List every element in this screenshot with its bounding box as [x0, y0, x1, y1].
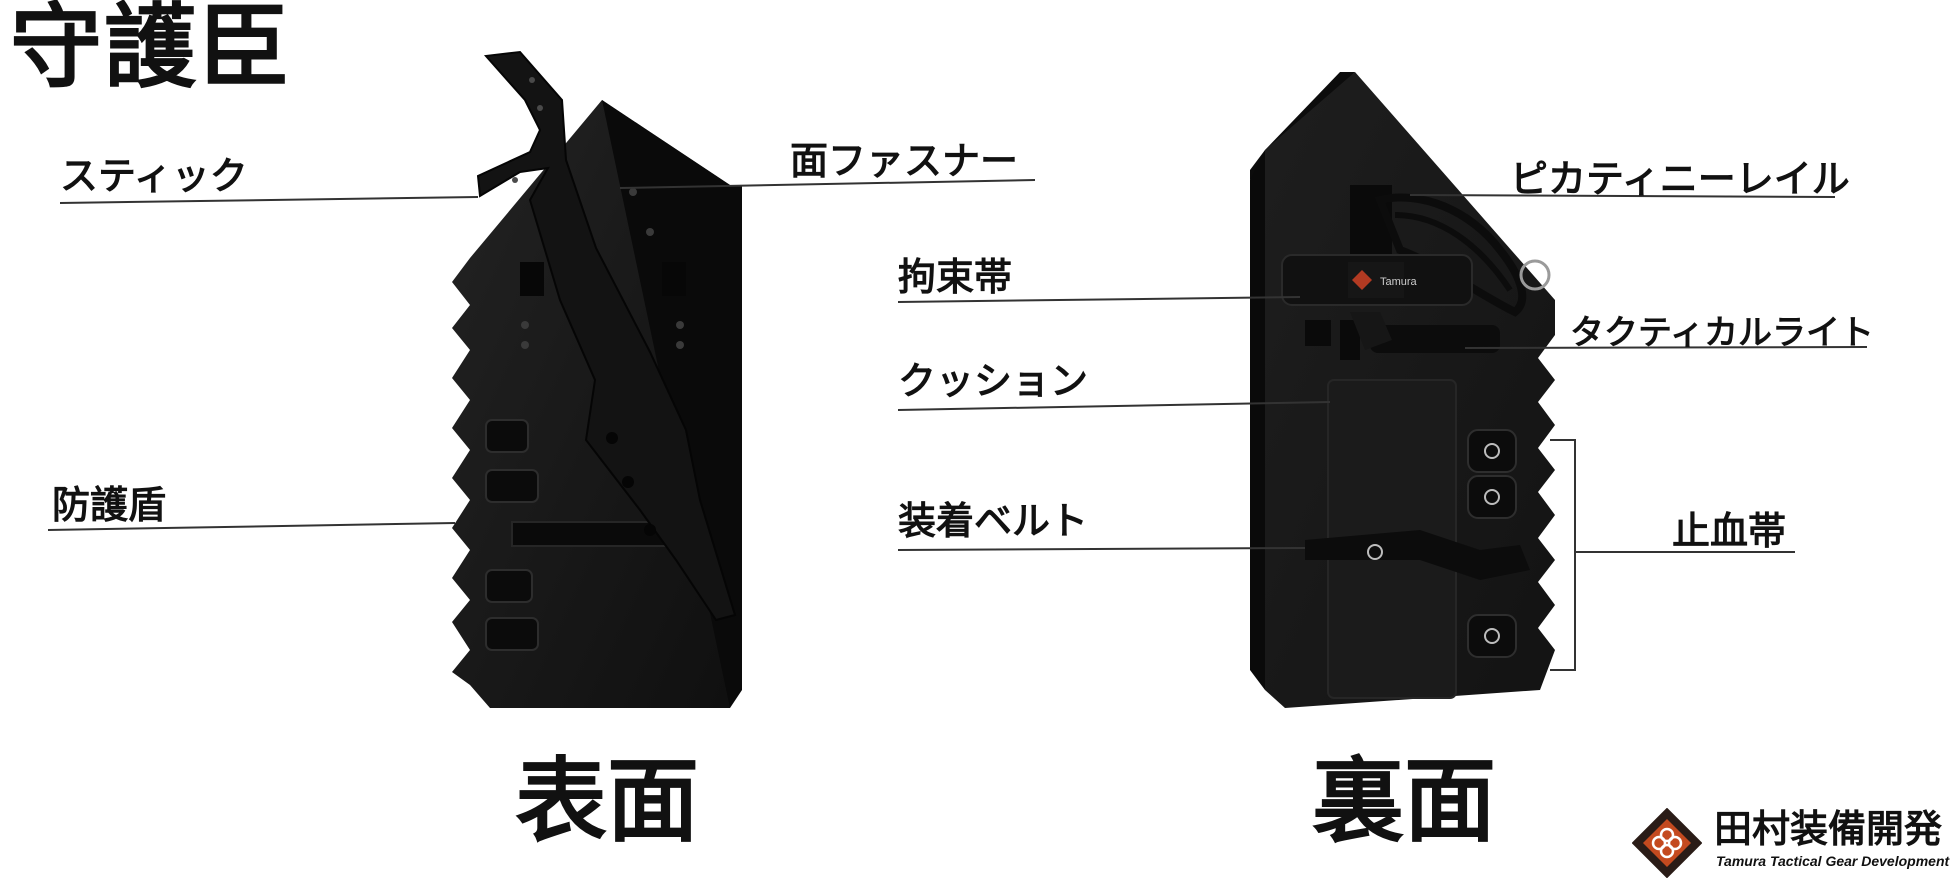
front-side-label: 表面: [515, 748, 700, 855]
front-strap-loop: [485, 617, 539, 651]
carabiner-icon: [1519, 259, 1551, 291]
back-side-label: 裏面: [1312, 748, 1497, 855]
front-strap-loop: [485, 469, 539, 503]
front-slot: [662, 262, 686, 296]
leader-lines: [47, 179, 1868, 671]
tourniquet-icon: [1484, 628, 1500, 644]
front-strap-loop: [485, 569, 533, 603]
front-slot: [520, 262, 544, 296]
label-mounting-belt: 装着ベルト: [898, 499, 1089, 543]
label-cushion: クッション: [898, 359, 1089, 403]
label-face-fastener: 面ファスナー: [790, 139, 1019, 183]
label-shield: 防護盾: [52, 483, 167, 527]
restraint-brand-text: Tamura: [1380, 276, 1418, 288]
label-picatinny-rail: ピカティニーレイル: [1510, 157, 1850, 201]
label-tourniquet: 止血帯: [1672, 509, 1787, 553]
tamura-diamond-crest-icon: [1632, 808, 1702, 878]
back-shield: Tamura: [1250, 72, 1555, 708]
front-strap-loop: [485, 419, 529, 453]
label-tactical-light: タクティカルライト: [1570, 313, 1874, 353]
mounting-belt: [1305, 530, 1530, 580]
brand-subtitle: Tamura Tactical Gear Development: [1716, 853, 1950, 869]
page-title: 守護臣: [10, 0, 293, 101]
tourniquet-group: [1467, 429, 1517, 658]
tourniquet-icon: [1484, 489, 1500, 505]
label-restraint-band: 拘束帯: [898, 255, 1013, 299]
brand-name: 田村装備開発: [1714, 807, 1943, 851]
front-shield: [452, 50, 742, 708]
tactical-light: [1370, 325, 1500, 353]
stick-illustration: [476, 50, 737, 622]
label-stick: スティック: [60, 154, 248, 198]
brand-block: 田村装備開発 Tamura Tactical Gear Development: [1632, 808, 1949, 878]
tourniquet-icon: [1484, 443, 1500, 459]
